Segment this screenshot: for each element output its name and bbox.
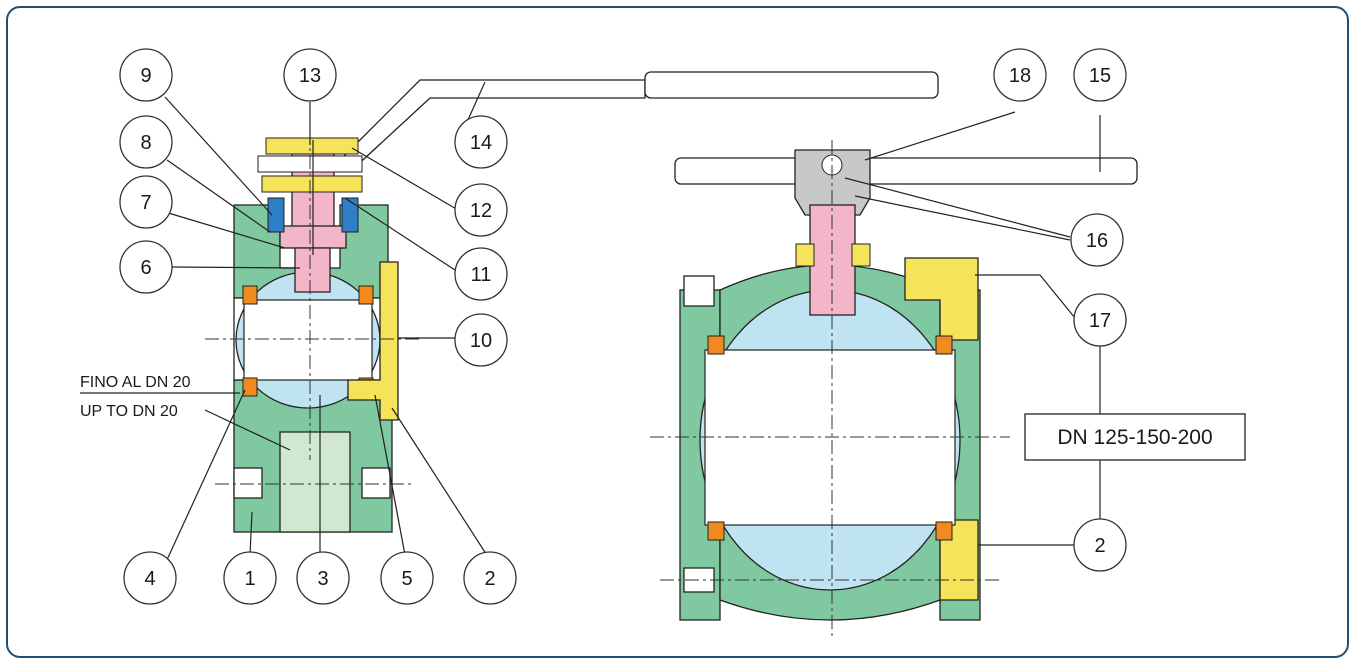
large-nut-right [851, 243, 871, 267]
stem-tang [294, 247, 331, 293]
callout-1: 1 [223, 551, 277, 605]
callout-9: 9 [119, 48, 173, 102]
callout-15: 15 [1073, 48, 1127, 102]
lower-insert [279, 431, 351, 533]
note-leader [204, 409, 291, 451]
callout-14: 14 [454, 115, 508, 169]
packing-left [267, 197, 285, 233]
callout-10-label: 10 [470, 330, 492, 352]
callout-4-label: 4 [144, 568, 155, 590]
seat-bottom-left [242, 377, 258, 397]
port-left [233, 467, 263, 499]
seat-top-right [358, 285, 374, 305]
callout-14-label: 14 [470, 132, 492, 154]
callout-3-label: 3 [317, 568, 328, 590]
callout-8: 8 [119, 115, 173, 169]
callout-4: 4 [123, 551, 177, 605]
callout-18: 18 [993, 48, 1047, 102]
callout-8-label: 8 [140, 132, 151, 154]
callout-10: 10 [454, 313, 508, 367]
port-right [361, 467, 391, 499]
large-nut-left [795, 243, 815, 267]
callout-7: 7 [119, 175, 173, 229]
large-seat-tl [707, 335, 725, 355]
callout-18-label: 18 [1009, 65, 1031, 87]
callout-2-right-label: 2 [1094, 535, 1105, 557]
callout-3: 3 [296, 551, 350, 605]
callout-6-label: 6 [140, 257, 151, 279]
size-box [1024, 413, 1246, 461]
note-fino-al: FINO AL DN 20 [80, 374, 191, 391]
callout-7-label: 7 [140, 192, 151, 214]
nut-lower [261, 175, 363, 193]
right-valve-view: DN 125-150-200 [650, 140, 1246, 640]
callout-15-label: 15 [1089, 65, 1111, 87]
callout-13-label: 13 [299, 65, 321, 87]
callout-11-label: 11 [471, 264, 492, 286]
bolt-hole-top [683, 275, 715, 307]
left-valve-view: FINO AL DN 20 UP TO DN 20 [80, 71, 939, 533]
callout-16: 16 [1070, 213, 1124, 267]
size-box-label: DN 125-150-200 [1057, 426, 1212, 449]
packing-right [341, 197, 359, 233]
callout-2-right: 2 [1073, 518, 1127, 572]
callout-2-label: 2 [484, 568, 495, 590]
callout-16-label: 16 [1086, 230, 1108, 252]
t-handle-hub [794, 149, 871, 216]
callout-5-label: 5 [401, 568, 412, 590]
t-handle-bar [674, 157, 1138, 185]
note-up-to: UP TO DN 20 [80, 403, 178, 420]
callout-13: 13 [283, 48, 337, 102]
callout-1-label: 1 [244, 568, 255, 590]
nut-upper [265, 137, 359, 155]
large-seat-bl [707, 521, 725, 541]
large-seat-tr [935, 335, 953, 355]
callout-12-label: 12 [470, 200, 492, 222]
callout-9-label: 9 [140, 65, 151, 87]
callout-11: 11 [454, 247, 508, 301]
callout-6: 6 [119, 240, 173, 294]
callout-17-label: 17 [1089, 310, 1111, 332]
end-cap [347, 261, 399, 421]
callout-2: 2 [463, 551, 517, 605]
leader-lines [159, 81, 1101, 576]
seat-top-left [242, 285, 258, 305]
callout-17: 17 [1073, 293, 1127, 347]
ball-bore [243, 299, 373, 381]
large-seat-br [935, 521, 953, 541]
callout-5: 5 [380, 551, 434, 605]
lever-grip [644, 71, 939, 99]
callout-12: 12 [454, 183, 508, 237]
